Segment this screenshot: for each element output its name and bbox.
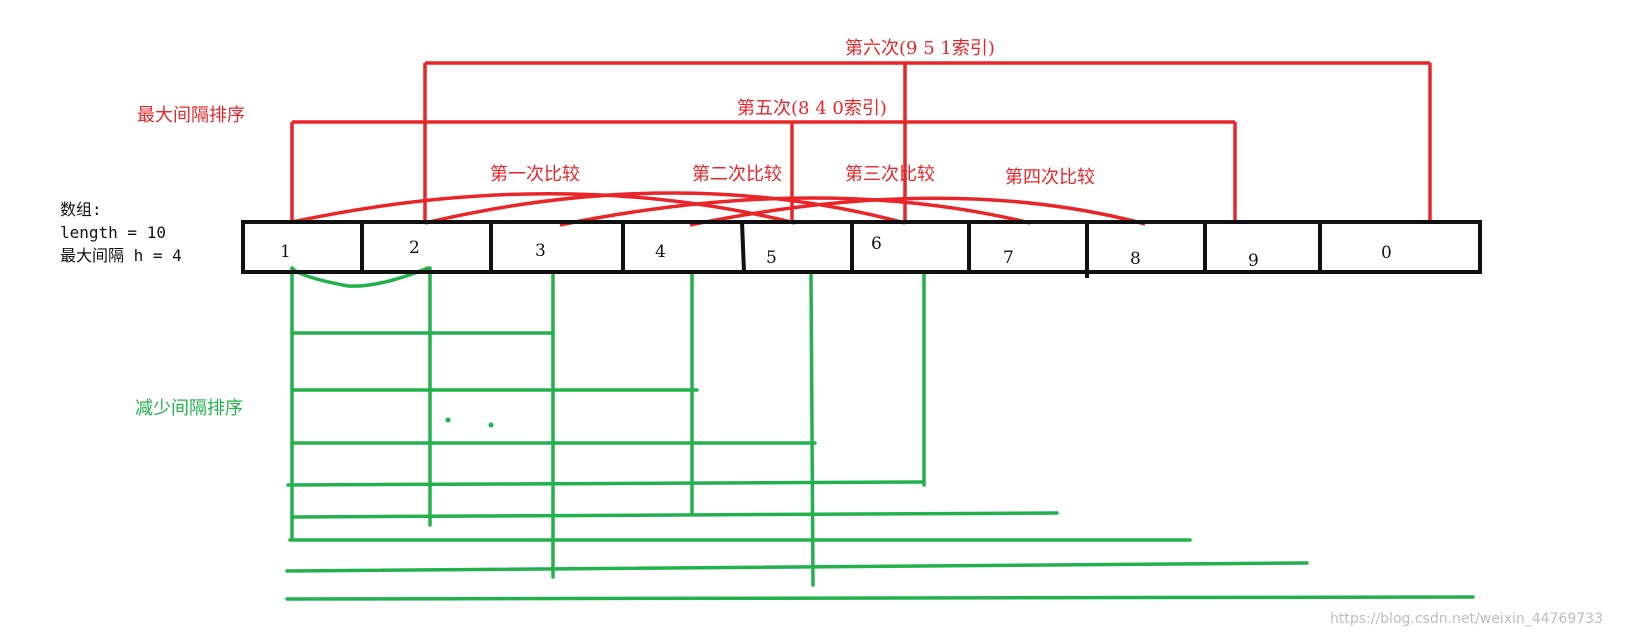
green-vertical-5	[809, 272, 815, 587]
red-arc-compare3	[559, 196, 1031, 227]
compare1-label: 第一次比较	[490, 164, 580, 185]
max-gap-sort-label: 最大间隔排序	[137, 105, 245, 126]
cell-value: 3	[535, 241, 546, 261]
compare5-label: 第五次(8 4 0索引)	[737, 98, 887, 119]
red-arc-compare2	[424, 191, 906, 225]
array-box	[241, 220, 1482, 278]
compare3-label: 第三次比较	[845, 164, 935, 185]
cell-value: 5	[766, 248, 777, 268]
cell-value: 8	[1130, 249, 1141, 269]
red-arc-compare1	[291, 192, 796, 225]
max-gap-lines	[290, 61, 1432, 227]
array-info-title: 数组:	[60, 200, 102, 219]
cell-value: 0	[1381, 243, 1392, 263]
compare4-label: 第四次比较	[1005, 167, 1095, 188]
green-horizontal-8	[285, 595, 1475, 601]
reduce-gap-sort-label: 减少间隔排序	[135, 398, 243, 419]
red-arc-compare4	[689, 196, 1146, 227]
green-horizontal-4	[286, 480, 926, 487]
cell-value: 9	[1248, 251, 1259, 271]
reduce-gap-lines	[285, 266, 1475, 601]
array-outline	[241, 220, 1482, 274]
compare2-label: 第二次比较	[692, 164, 782, 185]
green-horizontal-5	[291, 511, 1059, 519]
array-info-length: length = 10	[60, 223, 166, 242]
array-info: 数组: length = 10 最大间隔 h = 4	[60, 198, 182, 267]
cell-value: 2	[409, 238, 420, 258]
watermark: https://blog.csdn.net/weixin_44769733	[1329, 611, 1603, 627]
array-divider-4	[740, 221, 746, 273]
green-dot-1	[445, 417, 451, 423]
compare6-label: 第六次(9 5 1索引)	[845, 38, 995, 59]
cell-value: 1	[280, 242, 291, 262]
cell-value: 6	[871, 234, 882, 254]
green-horizontal-7	[285, 561, 1309, 573]
array-info-gap: 最大间隔 h = 4	[60, 246, 182, 265]
cell-value: 7	[1003, 248, 1014, 268]
green-dot-2	[488, 422, 494, 428]
cell-value: 4	[655, 242, 666, 262]
